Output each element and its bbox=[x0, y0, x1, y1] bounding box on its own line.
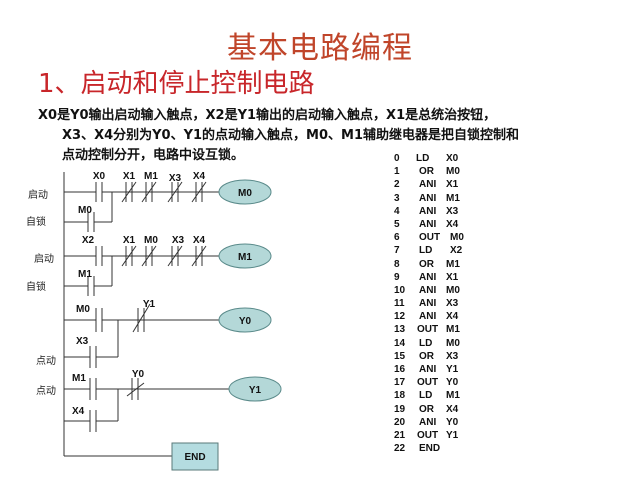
coil-y1: Y1 bbox=[228, 376, 282, 402]
contact-m0-branch: M0 bbox=[78, 205, 92, 216]
slide-title: 基本电路编程 bbox=[227, 31, 413, 66]
svg-text:M0: M0 bbox=[238, 188, 252, 199]
coil-m1: M1 bbox=[218, 243, 272, 269]
description-line-1: X0是Y0输出启动输入触点，X2是Y1输出的启动输入触点，X1是总统治按钮， bbox=[38, 108, 497, 123]
contact-x0: X0 bbox=[93, 171, 106, 182]
coil-y0: Y0 bbox=[218, 307, 272, 333]
contact-m0-r2: M0 bbox=[144, 235, 158, 246]
contact-x4-r2: X4 bbox=[193, 235, 206, 246]
contact-x1: X1 bbox=[123, 171, 136, 182]
contact-x4-r4: X4 bbox=[72, 406, 85, 417]
label-start-1: 启动 bbox=[28, 190, 48, 201]
contact-m1-branch: M1 bbox=[78, 269, 92, 280]
contact-m1: M1 bbox=[144, 171, 158, 182]
label-selflock-2: 自锁 bbox=[26, 282, 46, 293]
contact-x3: X3 bbox=[169, 173, 182, 184]
label-selflock-1: 自锁 bbox=[26, 217, 46, 228]
contact-x4: X4 bbox=[193, 171, 206, 182]
section-heading: 1、启动和停止控制电路 bbox=[38, 69, 315, 99]
contact-x1-r2: X1 bbox=[123, 235, 136, 246]
svg-text:END: END bbox=[184, 452, 205, 463]
contact-x2: X2 bbox=[82, 235, 95, 246]
label-start-2: 启动 bbox=[34, 254, 54, 265]
svg-text:M1: M1 bbox=[238, 252, 252, 263]
contact-x3-r3: X3 bbox=[76, 336, 89, 347]
label-jog-2: 点动 bbox=[36, 386, 56, 397]
svg-text:Y1: Y1 bbox=[249, 385, 262, 396]
contact-m1-r4: M1 bbox=[72, 373, 86, 384]
contact-y0-nc: Y0 bbox=[132, 369, 145, 380]
description-line-3: 点动控制分开，电路中设互锁。 bbox=[62, 148, 245, 163]
contact-y1-nc: Y1 bbox=[143, 299, 156, 310]
description-line-2: X3、X4分别为Y0、Y1的点动输入触点，M0、M1辅助继电器是把自锁控制和 bbox=[62, 128, 520, 143]
label-jog-1: 点动 bbox=[36, 356, 56, 367]
svg-text:Y0: Y0 bbox=[239, 316, 252, 327]
contact-x3-r2: X3 bbox=[172, 235, 185, 246]
contact-m0-r3: M0 bbox=[76, 304, 90, 315]
end-block: END bbox=[171, 442, 219, 471]
coil-m0: M0 bbox=[218, 179, 272, 205]
